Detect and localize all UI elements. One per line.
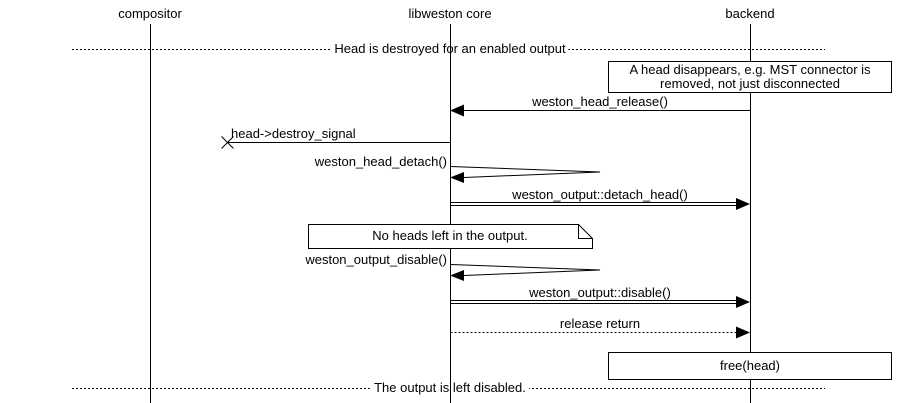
note-fold-icon bbox=[578, 224, 593, 239]
arrowhead-left-icon bbox=[450, 104, 464, 117]
self-call-weston-head-detach bbox=[450, 166, 601, 183]
note-shape bbox=[308, 224, 593, 249]
arrowhead-right-icon bbox=[736, 198, 750, 210]
arrowhead-right-icon bbox=[736, 296, 750, 308]
actor-label-compositor: compositor bbox=[118, 6, 182, 21]
message-label-release-return: release return bbox=[559, 316, 641, 331]
arrow-weston-head-release bbox=[450, 104, 751, 117]
message-label-weston-head-detach: weston_head_detach() bbox=[314, 154, 447, 169]
arrowhead-left-icon bbox=[450, 270, 464, 281]
comment-box-head-disappears: A head disappears, e.g. MST connector is… bbox=[608, 61, 892, 93]
arrow-release-return bbox=[450, 326, 750, 339]
arrow-head-destroy-signal bbox=[221, 136, 451, 149]
arrowhead-right-icon bbox=[736, 326, 750, 339]
message-label-head-destroy-signal: head->destroy_signal bbox=[231, 126, 356, 141]
message-label-weston-output-disable-op: weston_output::disable() bbox=[529, 285, 671, 300]
message-label-weston-output-disable: weston_output_disable() bbox=[305, 252, 447, 267]
comment-box-line: removed, not just disconnected bbox=[660, 76, 840, 91]
comment-box-line: A head disappears, e.g. MST connector is bbox=[629, 62, 871, 77]
arrowhead-left-icon bbox=[450, 172, 464, 183]
actor-label-libweston-core: libweston core bbox=[408, 6, 492, 21]
arrow-weston-output-detach-head bbox=[450, 198, 750, 210]
comment-box-line: free(head) bbox=[720, 358, 780, 373]
actor-label-backend: backend bbox=[725, 6, 775, 21]
self-call-weston-output-disable bbox=[450, 264, 601, 281]
message-label-weston-output-detach-head: weston_output::detach_head() bbox=[512, 187, 688, 202]
comment-box-free-head: free(head) bbox=[608, 352, 892, 380]
arrow-weston-output-disable bbox=[450, 296, 750, 308]
note-label-no-heads-left: No heads left in the output. bbox=[372, 228, 528, 243]
message-label-weston-head-release: weston_head_release() bbox=[532, 94, 668, 109]
